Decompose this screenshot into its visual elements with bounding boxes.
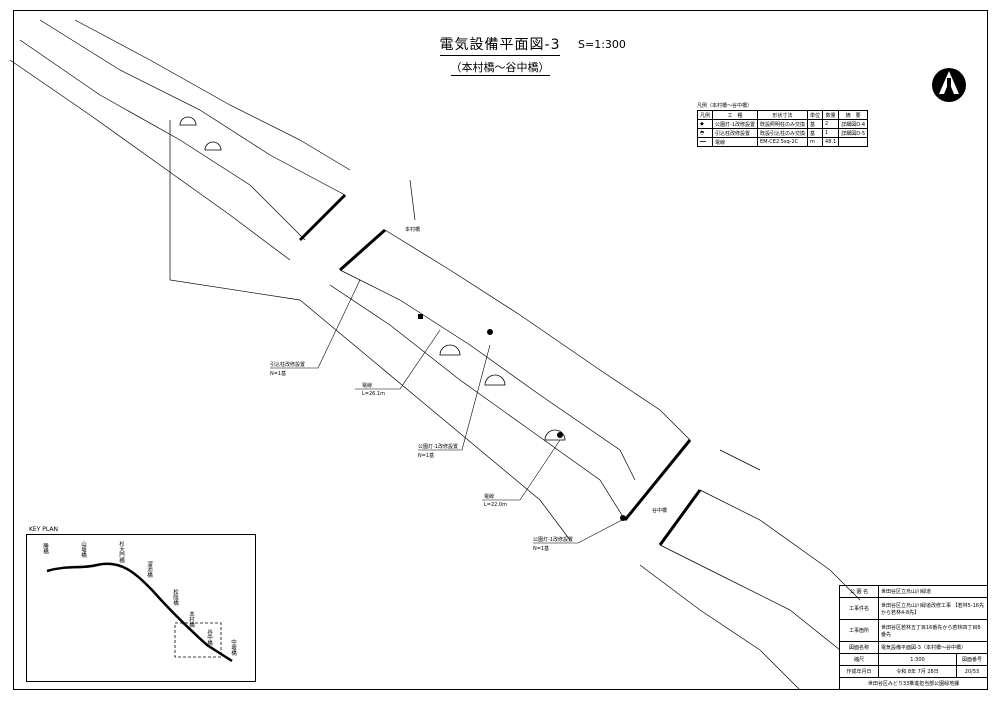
cable-line-symbol-icon: ━━ [696, 137, 714, 147]
legend-header: 凡例 [696, 110, 714, 120]
key-plan-map [46, 562, 233, 663]
title-block-row: 工事件名 世田谷区立烏山川緑道改修工事 【若林5-16先から若林4-8先】 [839, 596, 988, 621]
drawing-scale: S=1:300 [578, 38, 626, 51]
title-block-value: 世田谷区立烏山川緑道改修工事 【若林5-16先から若林4-8先】 [878, 596, 988, 621]
legend-header: 摘 要 [838, 110, 869, 120]
legend-item-size: 既設引込柱のみ交換 [757, 128, 809, 138]
legend-row: ━━ 電線 EM-CE2.5sq-2C m 48.1 [696, 137, 869, 147]
title-block-row: 公 園 名 世田谷区立烏山川緑道 [839, 585, 988, 598]
legend-item-qty: 1 [822, 128, 840, 138]
key-plan-name: 谷中橋 [206, 629, 212, 646]
callout-title: 電線 [484, 494, 495, 500]
drawing-sheet-border [13, 10, 988, 690]
title-block-value: 1:300 [878, 653, 957, 667]
title-block: 公 園 名 世田谷区立烏山川緑道 工事件名 世田谷区立烏山川緑道改修工事 【若林… [839, 585, 988, 690]
key-plan-name: 溜池橋 [146, 561, 152, 578]
service-pole-symbol-icon: ◓ [696, 128, 714, 138]
legend-header: 形状寸法 [757, 110, 809, 120]
title-block-value: 電気設備平面図-3（本村橋～谷中橋） [878, 641, 988, 655]
title-block-key: 図面名称 [839, 641, 879, 655]
key-plan-name: 中堰橋 [230, 639, 236, 656]
title-block-footer: 世田谷区みどり33推進担当部公園緑地課 [839, 677, 988, 690]
title-block-row: 作成年月日 令和 8年 7月 28日 20/53 [839, 665, 988, 679]
callout-qty: L=26.1m [362, 391, 385, 397]
park-light-symbol-icon: ◆ [696, 119, 714, 129]
callout-qty: L=22.0m [484, 502, 507, 508]
legend-item-name: 引込柱改修設置 [712, 128, 759, 138]
callout-qty: N=1基 [533, 546, 550, 552]
key-plan-name: 松陰橋 [172, 589, 178, 606]
title-block-key: 工事件名 [839, 596, 879, 621]
bridge-label-bottom: 谷中橋 [652, 508, 668, 514]
legend-item-unit: m [807, 137, 824, 147]
drawing-subtitle: （本村橋～谷中橋） [450, 61, 550, 76]
callout-qty: N=1基 [270, 371, 287, 377]
legend-table: 凡例 工 種 形状寸法 単位 数量 摘 要 ◆ 公園灯-1改修設置 既設照明柱の… [696, 110, 869, 147]
title-block-row: 工事箇所 世田谷区若林五丁目16番先から若林四丁目8番先 [839, 619, 988, 643]
title-block-table: 公 園 名 世田谷区立烏山川緑道 工事件名 世田谷区立烏山川緑道改修工事 【若林… [839, 585, 988, 690]
title-block-value: 世田谷区若林五丁目16番先から若林四丁目8番先 [878, 619, 988, 643]
drawing-title-block: 電気設備平面図-3 （本村橋～谷中橋） [420, 34, 580, 76]
title-block-row: 縮尺 1:300 図面番号 [839, 653, 988, 667]
legend-row: ◓ 引込柱改修設置 既設引込柱のみ交換 基 1 詳細図D-5 [696, 128, 869, 138]
legend-item-unit: 基 [807, 119, 824, 129]
title-block-row: 図面名称 電気設備平面図-3（本村橋～谷中橋） [839, 641, 988, 655]
key-plan-name: 本村橋 [188, 611, 194, 628]
title-block-key: 縮尺 [839, 653, 879, 667]
title-block-key: 公 園 名 [839, 585, 879, 598]
legend-item-qty: 48.1 [822, 137, 840, 147]
key-plan-name: 勝橋 [42, 543, 48, 554]
drawing-number-label: 図面番号 [956, 653, 988, 667]
key-plan: KEY PLAN 勝橋 山堰橋 杉大門橋 溜池橋 松陰橋 本村橋 谷中橋 中堰橋 [26, 526, 256, 682]
callout-title: 電線 [362, 383, 373, 389]
legend: 凡例（本村橋～谷中橋） 凡例 工 種 形状寸法 単位 数量 摘 要 ◆ 公園灯-… [696, 102, 869, 147]
callout-title: 公園灯-1改修設置 [533, 537, 573, 543]
legend-item-name: 電線 [712, 137, 759, 147]
legend-header: 数量 [822, 110, 840, 120]
legend-item-note [838, 137, 869, 147]
legend-item-unit: 基 [807, 128, 824, 138]
callout-title: 公園灯-1改修設置 [418, 444, 458, 450]
title-block-key: 作成年月日 [839, 665, 879, 679]
bridge-label-top: 本村橋 [405, 227, 421, 233]
title-block-value: 令和 8年 7月 28日 [878, 665, 957, 679]
legend-header: 単位 [807, 110, 824, 120]
key-plan-name: 山堰橋 [80, 541, 86, 558]
drawing-number: 20/53 [956, 665, 988, 679]
sheet-total: 53 [972, 668, 980, 675]
legend-header: 工 種 [712, 110, 759, 120]
title-block-value: 世田谷区立烏山川緑道 [878, 585, 988, 598]
drawing-title: 電気設備平面図-3 [439, 34, 561, 56]
callout-title: 引込柱改修設置 [270, 362, 306, 368]
title-block-key: 工事箇所 [839, 619, 879, 643]
callout-qty: N=1基 [418, 453, 435, 459]
legend-header-row: 凡例 工 種 形状寸法 単位 数量 摘 要 [696, 110, 869, 120]
legend-item-name: 公園灯-1改修設置 [712, 119, 759, 129]
legend-item-note: 詳細図D-5 [838, 128, 869, 138]
key-plan-label: KEY PLAN [29, 526, 58, 533]
legend-item-size: EM-CE2.5sq-2C [757, 137, 809, 147]
legend-row: ◆ 公園灯-1改修設置 既設照明柱のみ交換 基 2 詳細図D-4 [696, 119, 869, 129]
key-plan-name: 杉大門橋 [118, 541, 124, 563]
north-arrow-icon [932, 68, 966, 102]
legend-item-size: 既設照明柱のみ交換 [757, 119, 809, 129]
legend-caption: 凡例（本村橋～谷中橋） [697, 103, 753, 109]
sheet-number: 20 [964, 668, 972, 675]
legend-item-qty: 2 [822, 119, 840, 129]
title-block-row: 世田谷区みどり33推進担当部公園緑地課 [839, 677, 988, 690]
legend-item-note: 詳細図D-4 [838, 119, 869, 129]
